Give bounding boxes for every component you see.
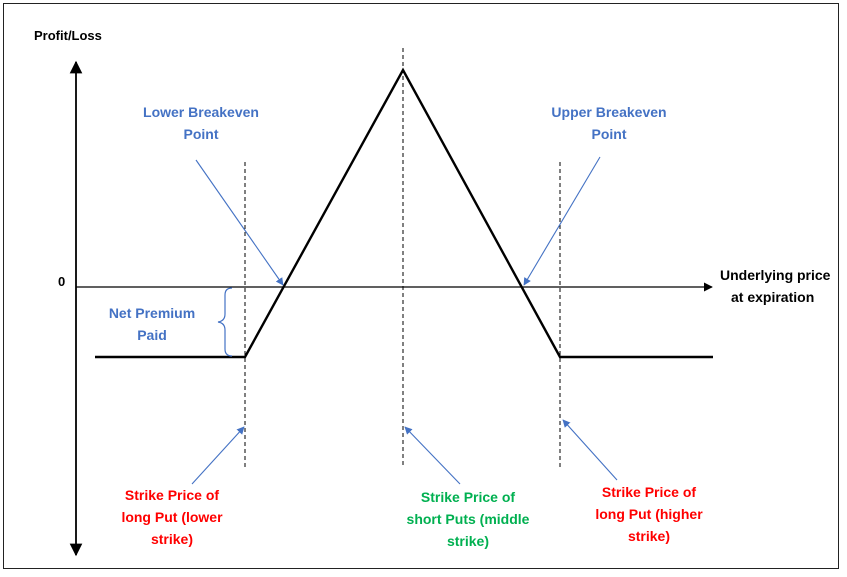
y-axis-label: Profit/Loss (34, 28, 102, 43)
higher-strike-arrow (562, 419, 618, 481)
net-premium-label: Net Premium Paid (108, 305, 196, 343)
lower-breakeven-arrow (195, 159, 284, 286)
x-axis-label-line2: at expiration (731, 289, 815, 305)
lower-strike-arrow (191, 426, 245, 485)
middle-strike-arrow (404, 426, 461, 485)
net-premium-brace (217, 287, 233, 357)
middle-strike-label: Strike Price of short Puts (middle strik… (406, 489, 530, 549)
payoff-line (95, 67, 713, 359)
upper-breakeven-arrow (523, 156, 601, 286)
x-axis-label-line1: Underlying price (720, 267, 831, 283)
lower-breakeven-label: Lower Breakeven Point (143, 104, 259, 142)
diagram-frame (3, 3, 839, 569)
upper-breakeven-label: Upper Breakeven Point (551, 104, 667, 142)
higher-strike-label: Strike Price of long Put (higher strike) (595, 484, 703, 544)
lower-strike-label: Strike Price of long Put (lower strike) (121, 487, 223, 547)
zero-label: 0 (58, 274, 66, 289)
